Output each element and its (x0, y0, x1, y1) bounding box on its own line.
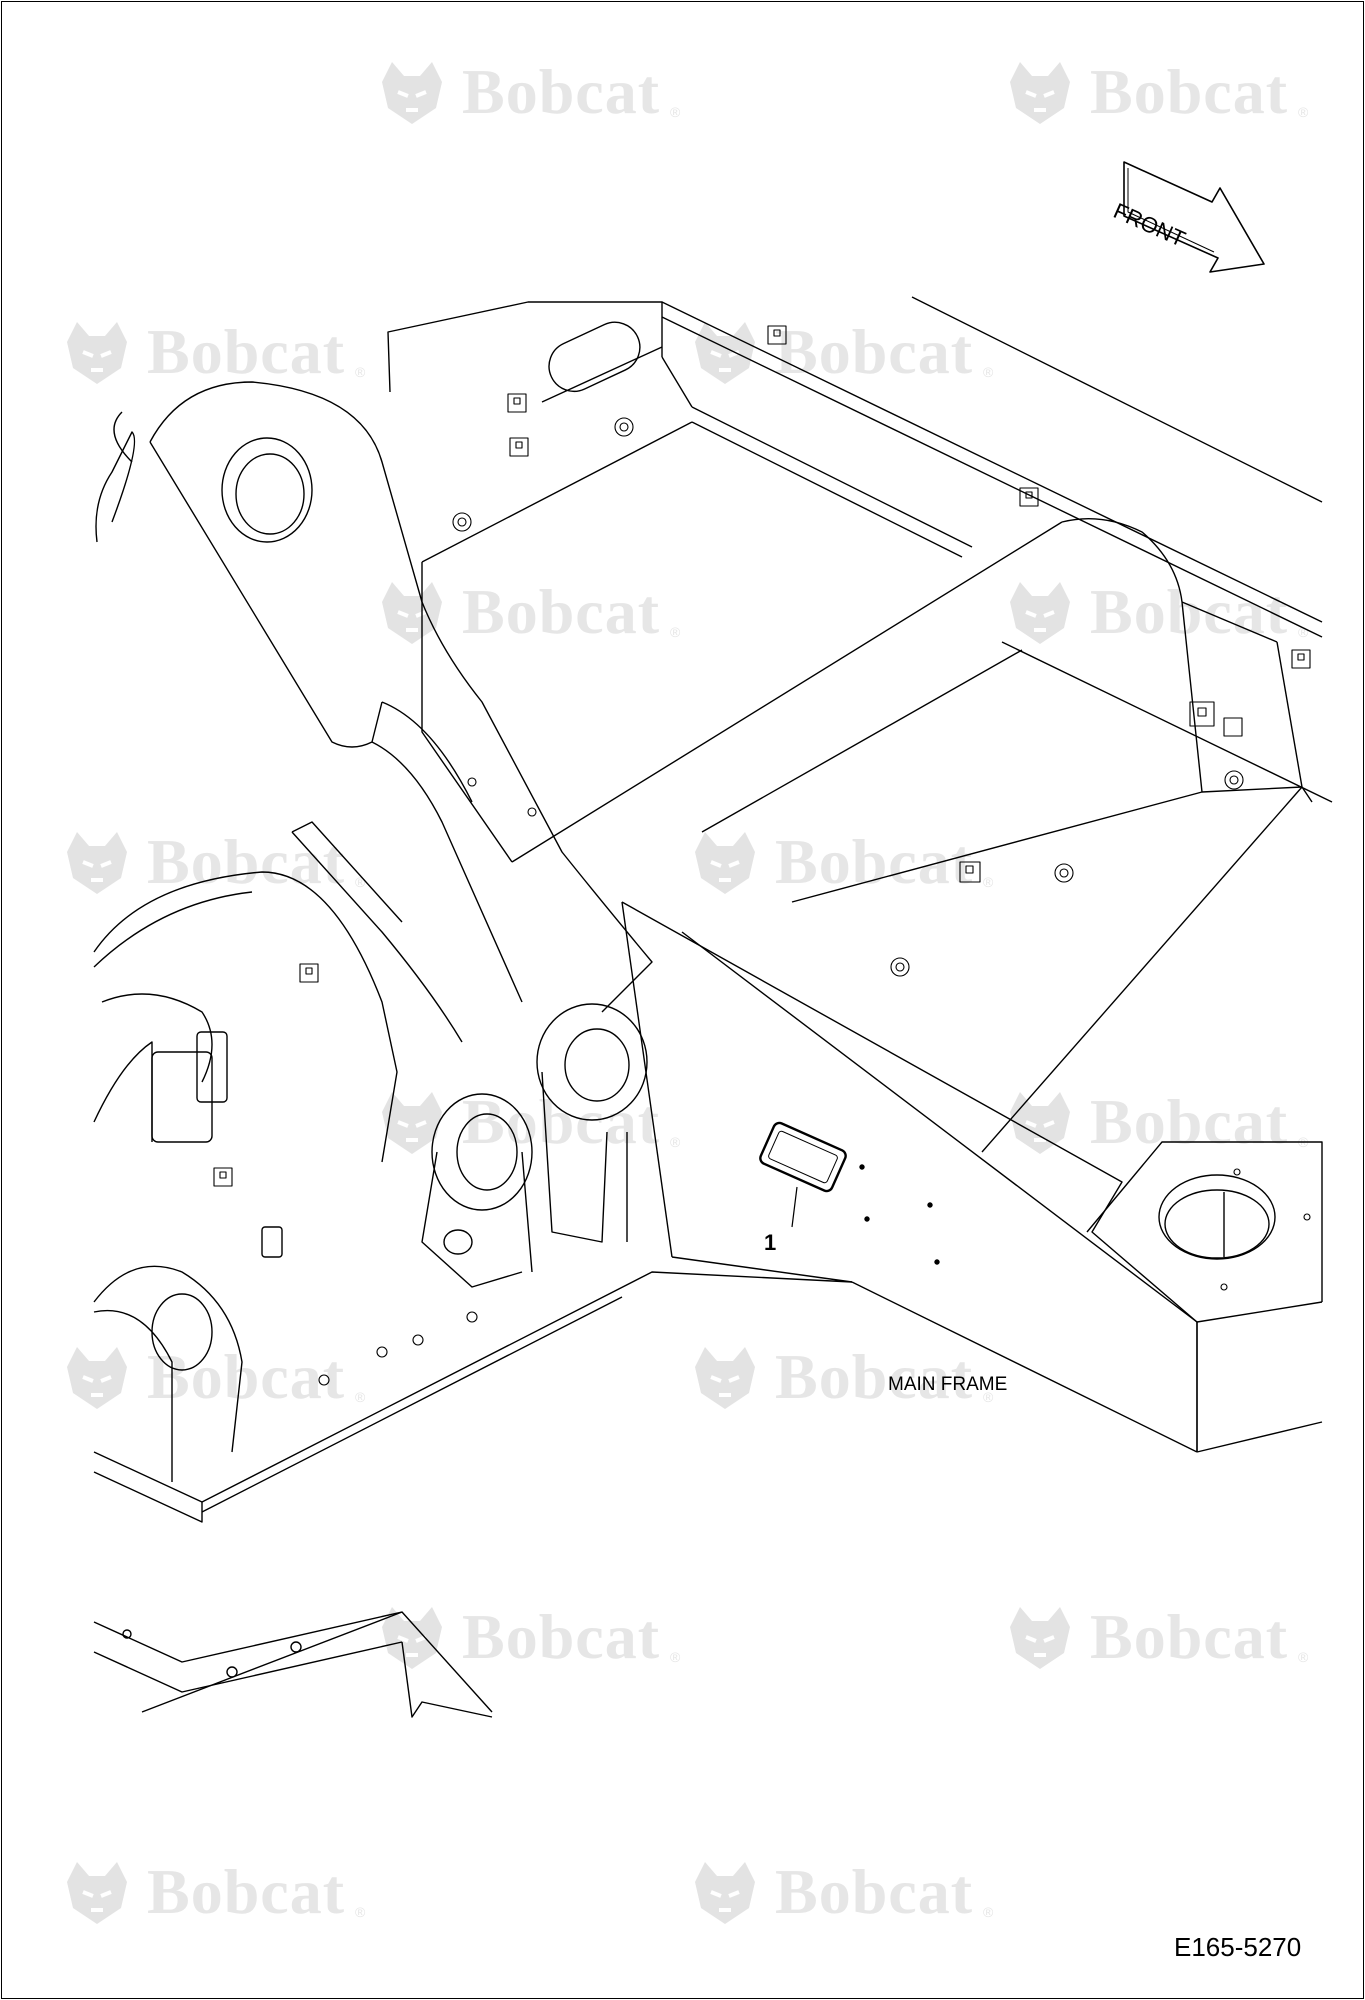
fasteners (213, 325, 1311, 1386)
boom-link (291, 821, 648, 1288)
cross-member (621, 901, 1323, 1453)
center-beam (421, 518, 1333, 1153)
swing-housing (93, 871, 398, 1482)
lower-deck (93, 1271, 853, 1718)
rear-deck (387, 296, 1323, 638)
assembly-label: MAIN FRAME (888, 1374, 1008, 1395)
boom-bracket-upper (95, 381, 653, 1013)
front-arrow-icon (1123, 161, 1265, 273)
callout-number: 1 (764, 1230, 777, 1255)
drawing-number: E165-5270 (1174, 1932, 1302, 1962)
